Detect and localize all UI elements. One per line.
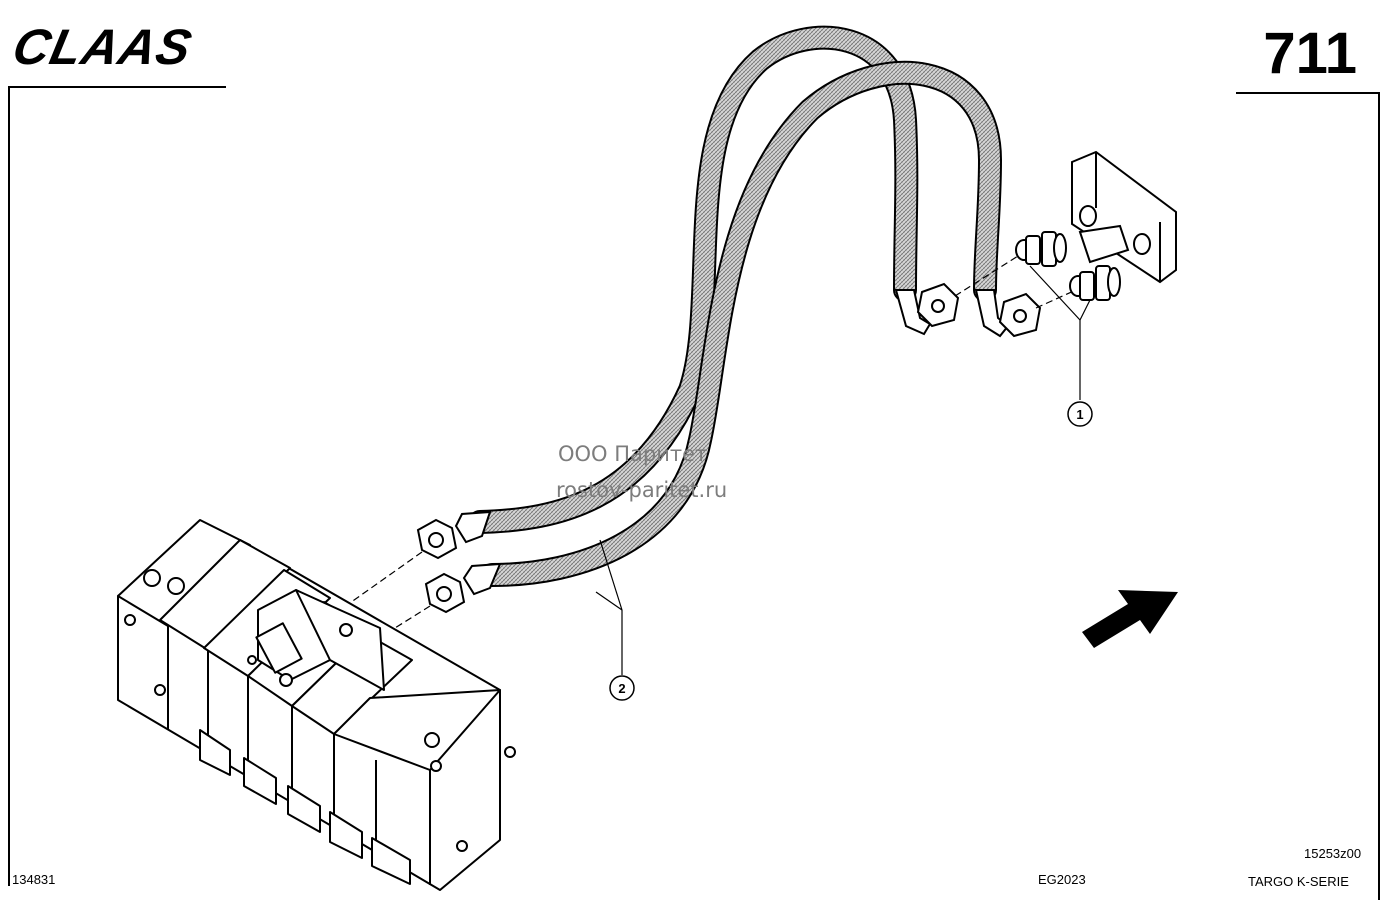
watermark-company: ООО Паритет (558, 442, 708, 466)
hose-fitting-left-a (416, 510, 492, 560)
callout-1: 1 (1029, 265, 1093, 427)
drawing-code: 15253z00 (1304, 846, 1362, 861)
hydraulic-hose-b (480, 60, 1003, 587)
page-number: 711 (1263, 21, 1357, 86)
header-rule-right (1236, 92, 1378, 94)
hydraulic-hose-a (468, 25, 919, 534)
center-code: EG2023 (1038, 872, 1086, 887)
callout-2-number: 2 (618, 681, 625, 696)
connection-lines-right (954, 255, 1077, 309)
callout-2: 2 (595, 539, 635, 701)
callout-1-number: 1 (1076, 407, 1083, 422)
hose-fitting-right-a (894, 282, 960, 336)
adapter-union-1b (1069, 265, 1121, 301)
control-valve-block (117, 519, 516, 891)
series-label: TARGO K-SERIE (1248, 874, 1349, 889)
header-rule-left (8, 86, 226, 88)
frame-right-border (1378, 92, 1380, 900)
hose-fitting-left-b (424, 562, 502, 614)
hose-fitting-right-b (974, 289, 1042, 338)
part-number: 134831 (12, 872, 56, 887)
direction-arrow (1082, 590, 1178, 648)
adapter-union-1a (1015, 231, 1067, 267)
frame-left-border (8, 86, 10, 886)
mounting-block (1071, 150, 1177, 284)
watermark-website: rostov-paritet.ru (556, 478, 728, 502)
